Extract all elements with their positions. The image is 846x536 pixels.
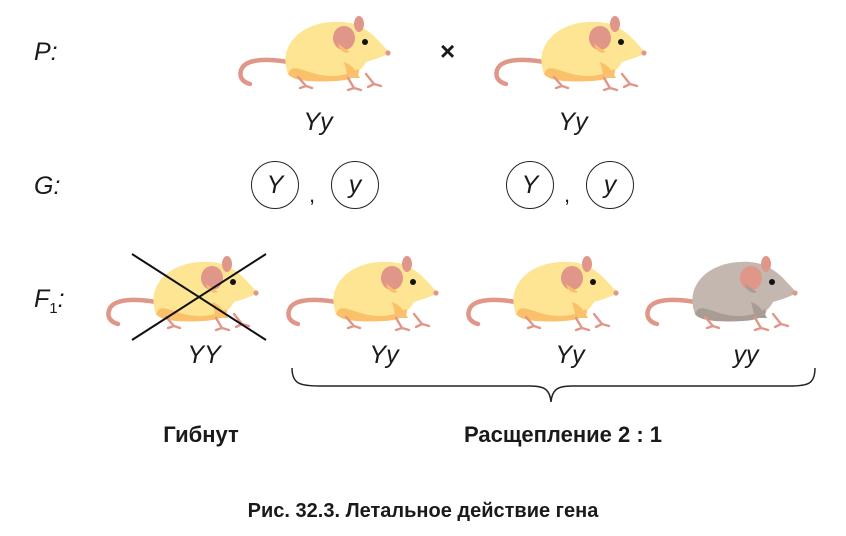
parent-genotype-2: Yy: [558, 108, 588, 136]
offspring-genotype-3: Yy: [555, 341, 585, 369]
gamete-separator: ,: [564, 182, 571, 207]
cross-symbol: ×: [440, 36, 456, 66]
offspring-genotype-4: yy: [733, 341, 759, 369]
gamete-circle: y: [331, 161, 379, 209]
gamete-separator: ,: [309, 182, 316, 207]
brace: [291, 367, 816, 403]
dies-label: Гибнут: [163, 422, 239, 447]
split-ratio-label: Расщепление 2 : 1: [463, 422, 663, 447]
gamete-circle: Y: [251, 161, 299, 209]
cross-out-mark: [131, 253, 267, 341]
offspring-genotype-2: Yy: [369, 341, 399, 369]
gamete-circle: y: [586, 161, 634, 209]
row-label-p: P:: [34, 38, 58, 66]
row-label-f1: F1:: [34, 285, 65, 317]
parent-genotype-1: Yy: [303, 108, 333, 136]
row-label-g: G:: [34, 172, 61, 200]
offspring-genotype-1: YY: [187, 341, 221, 369]
gamete-circle: Y: [506, 161, 554, 209]
figure-caption: Рис. 32.3. Летальное действие гена: [247, 500, 599, 522]
